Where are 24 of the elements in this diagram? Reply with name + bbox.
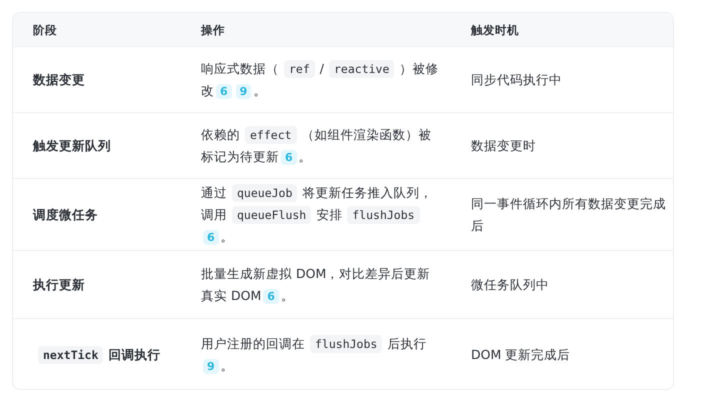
row-header: 执行更新 — [33, 276, 86, 294]
citation-link: 9 — [236, 84, 252, 99]
table-cell-text: DOM 更新完成后 — [471, 346, 572, 364]
table-cell-text: 同步代码执行中 — [471, 71, 563, 89]
row-header: 数据变更 — [33, 71, 86, 89]
table-cell-text: 响应式数据（ ref / reactive ）被修改 6 9 。 — [201, 59, 440, 101]
citation-link: 6 — [216, 84, 232, 99]
column-header: 阶段 — [33, 22, 58, 39]
table-cell-text: 通过 queueJob 将更新任务推入队列，调用 queueFlush 安排 flushJobs 6 。 — [201, 183, 434, 247]
citation-link: 6 — [203, 230, 219, 245]
row-header: 调度微任务 — [33, 206, 99, 224]
table-cell-text: 微任务队列中 — [471, 276, 550, 294]
citation-link: 6 — [263, 289, 279, 304]
citation-link: 9 — [203, 359, 219, 374]
column-header: 操作 — [201, 22, 226, 39]
row-header: 触发更新队列 — [33, 137, 112, 155]
table-cell-text: 用户注册的回调在 flushJobs 后执行 9 。 — [201, 334, 428, 376]
table-cell-text: 同一事件循环内所有数据变更完成后 — [471, 195, 667, 235]
table-cell-text: 批量生成新虚拟 DOM，对比差异后更新真实 DOM 6 。 — [201, 265, 432, 306]
table-cell-text: 依赖的 effect （如组件渲染函数）被标记为待更新 6 。 — [201, 125, 433, 167]
column-header: 触发时机 — [471, 22, 520, 39]
row-header: nextTick 回调执行 — [33, 344, 183, 366]
citation-link: 6 — [281, 150, 297, 165]
table-cell-text: 数据变更时 — [471, 137, 537, 155]
